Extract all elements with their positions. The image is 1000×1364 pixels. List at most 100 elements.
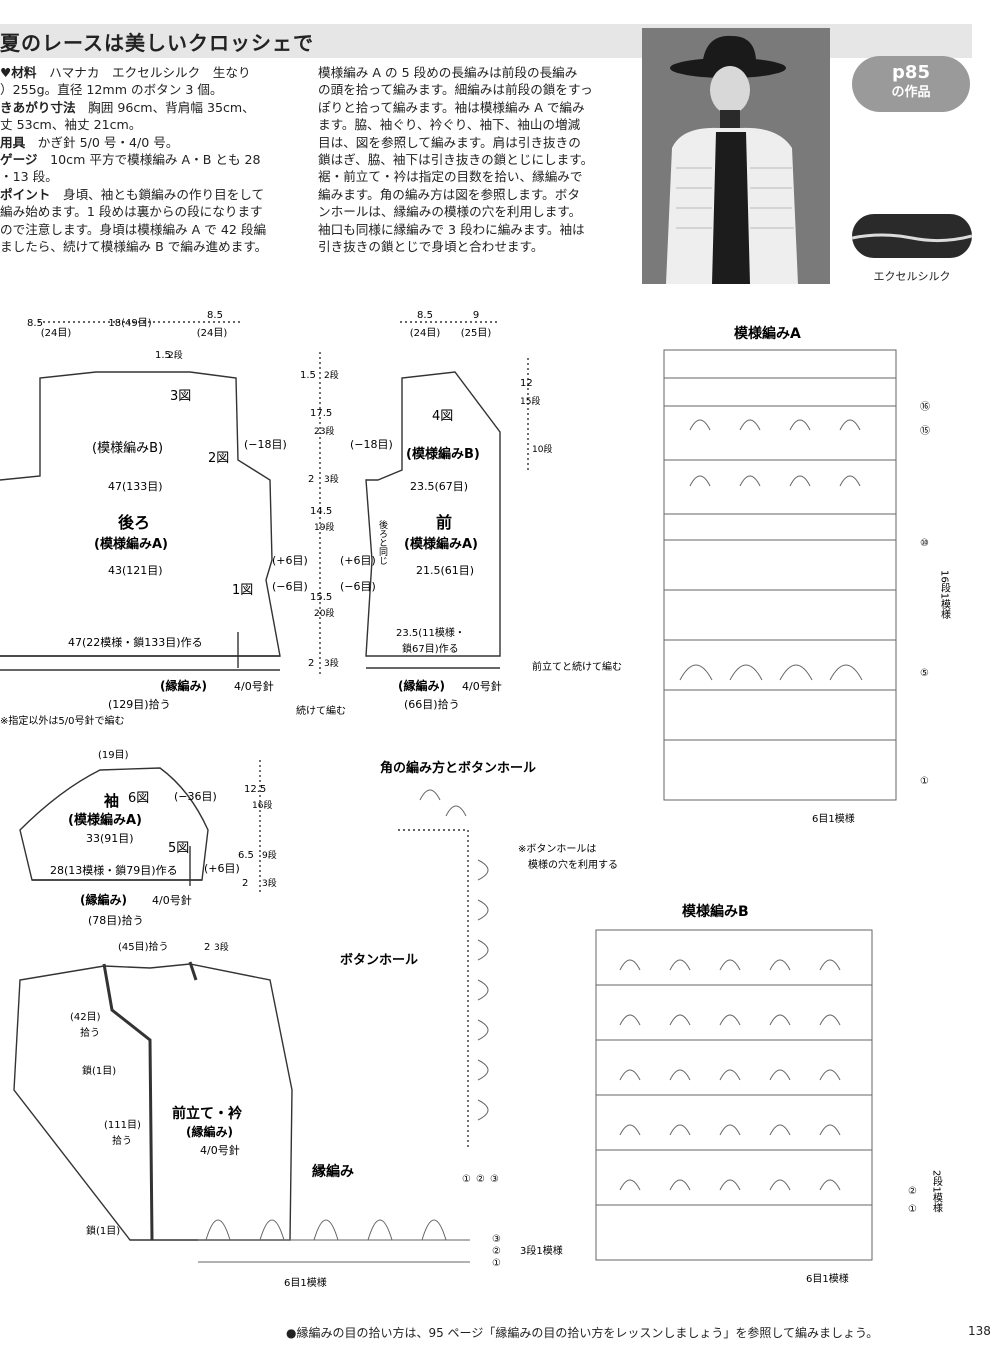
vdim-rows: 3段 bbox=[324, 473, 339, 485]
page-number: 138 bbox=[968, 1324, 991, 1338]
band-name: 前立て・衿 bbox=[172, 1105, 243, 1122]
edging-repeat-sts: 6目1模様 bbox=[284, 1276, 327, 1289]
pattern-a-row: ⑮ bbox=[920, 425, 930, 437]
corner-row: ① bbox=[462, 1174, 471, 1185]
pattern-a-title: 模様編みA bbox=[734, 325, 801, 342]
size-line: 丈 53cm、袖丈 21cm。 bbox=[0, 117, 142, 133]
points-line: ので注意します。身頃は模様編み A で 42 段編 bbox=[0, 221, 267, 237]
band-rows: 3段 bbox=[214, 941, 229, 953]
sleeve-dim-rows: 3段 bbox=[262, 877, 277, 889]
edging-row: ③ bbox=[492, 1234, 501, 1245]
front-fig4: 4図 bbox=[432, 409, 453, 424]
back-name: 後ろ bbox=[118, 513, 150, 532]
instruction-line: ます。脇、袖ぐり、衿ぐり、袖下、袖山の増減 bbox=[318, 117, 581, 133]
corner-row: ② bbox=[476, 1174, 485, 1185]
back-dim-3: 8.5 bbox=[207, 310, 223, 321]
sleeve-width: 33(91目) bbox=[86, 832, 134, 845]
pattern-b-row: ② bbox=[908, 1186, 917, 1197]
vdim-rows: 2段 bbox=[324, 369, 339, 381]
instruction-line: ぽりと拾って編みます。袖は模様編み A で編み bbox=[318, 99, 585, 115]
gauge-key: ゲージ bbox=[0, 152, 38, 168]
materials-block: ♥材料 ハマナカ エクセルシルク 生なり ）255g。直径 12mm のボタン … bbox=[0, 64, 310, 255]
back-dim-sub2: (24目) bbox=[197, 328, 228, 339]
band-p42: (42目) bbox=[70, 1012, 101, 1023]
model-photo bbox=[642, 28, 830, 284]
sleeve-top: (19目) bbox=[98, 750, 129, 761]
front-width-waist: 21.5(61目) bbox=[416, 564, 474, 577]
back-pattern-a: (模様編みA) bbox=[94, 536, 168, 552]
corner-row: ③ bbox=[490, 1174, 499, 1185]
instructions-block: 模様編み A の 5 段めの長編みは前段の長編み の頭を拾って編みます。細編みは… bbox=[318, 64, 628, 255]
front-dim-1: 8.5 bbox=[417, 310, 433, 321]
band-p42b: 拾う bbox=[80, 1026, 100, 1039]
instruction-line: 引き抜きの鎖とじで身頃と合わせます。 bbox=[318, 239, 544, 255]
vdim-rows: 20段 bbox=[314, 607, 334, 619]
back-continue: 続けて編む bbox=[296, 704, 346, 717]
instruction-line: 鎖はぎ、脇、袖下は引き抜きの鎖とじにします。 bbox=[318, 152, 594, 168]
band-border: (縁編み) bbox=[186, 1124, 233, 1139]
sleeve-fig5: 5図 bbox=[168, 841, 189, 856]
sleeve-outline bbox=[19, 767, 209, 881]
front-width-upper: 23.5(67目) bbox=[410, 480, 468, 493]
band-chain1: 鎖(1目) bbox=[82, 1064, 116, 1077]
size-key: きあがり寸法 bbox=[0, 99, 76, 115]
vdim-rows: 19段 bbox=[314, 521, 334, 533]
vdim-cm: 2 bbox=[308, 658, 314, 669]
front-same-as-back: 後ろと同じ bbox=[377, 519, 388, 565]
front-pattern-b: (模様編みB) bbox=[406, 446, 480, 462]
sleeve-dec36: (−36目) bbox=[174, 790, 217, 803]
front-cast-on: 23.5(11模様・ bbox=[396, 626, 465, 639]
gauge-line: ・13 段。 bbox=[0, 169, 58, 185]
page-title: 夏のレースは美しいクロッシェで bbox=[0, 31, 314, 55]
sleeve-dim-rows: 16段 bbox=[252, 799, 272, 811]
sleeve-fig6: 6図 bbox=[128, 791, 149, 806]
band-p111b: 拾う bbox=[112, 1134, 132, 1147]
sleeve-dim-cm: 12.5 bbox=[244, 784, 266, 795]
pattern-a-repeat-sts: 6目1模様 bbox=[812, 812, 855, 825]
tools-value: かぎ針 5/0 号・4/0 号。 bbox=[37, 134, 179, 150]
band-hook: 4/0号針 bbox=[200, 1143, 240, 1157]
front-dim-sub2: (25目) bbox=[461, 328, 492, 339]
back-dec6: (−6目) bbox=[272, 580, 308, 593]
sleeve-hook: 4/0号針 bbox=[152, 893, 192, 907]
pattern-b-chart bbox=[595, 929, 873, 1261]
sleeve-dim-cm: 6.5 bbox=[238, 850, 254, 861]
back-dim-2: 18(49目) bbox=[108, 318, 151, 329]
instruction-line: 編みます。角の編み方は図を参照します。ボタ bbox=[318, 186, 580, 202]
sleeve-pickup: (78目)拾う bbox=[88, 913, 144, 927]
front-dec6: (−6目) bbox=[340, 580, 376, 593]
buttonhole-label: ボタンホール bbox=[340, 952, 418, 968]
corner-title: 角の編み方とボタンホール bbox=[380, 760, 536, 776]
sleeve-inc6: (+6目) bbox=[204, 862, 240, 875]
front-dim-2: 9 bbox=[473, 310, 479, 321]
pattern-b-title: 模様編みB bbox=[682, 903, 749, 920]
back-dec18: (−18目) bbox=[244, 438, 287, 451]
front-outline bbox=[365, 371, 501, 657]
vdim-cm: 1.5 bbox=[300, 370, 316, 381]
sleeve-dim-cm: 2 bbox=[242, 878, 248, 889]
back-width-waist: 43(121目) bbox=[108, 564, 163, 577]
sleeve-cast-on: 28(13模様・鎖79目)作る bbox=[50, 863, 178, 877]
front-name: 前 bbox=[436, 513, 452, 532]
pattern-a-row: ① bbox=[920, 776, 929, 787]
front-neck-rows: 15段 bbox=[520, 395, 540, 407]
edging-chart bbox=[198, 1219, 470, 1263]
sleeve-dim-rows: 9段 bbox=[262, 849, 277, 861]
band-top: (45目)拾う bbox=[118, 940, 169, 953]
badge-page: p85 bbox=[892, 62, 930, 83]
corner-note2: 模様の穴を利用する bbox=[528, 858, 618, 871]
front-border: (縁編み) bbox=[398, 678, 445, 693]
front-dec18: (−18目) bbox=[350, 438, 393, 451]
back-inc6: (+6目) bbox=[272, 554, 308, 567]
sleeve-border: (縁編み) bbox=[80, 892, 127, 907]
instruction-line: 模様編み A の 5 段めの長編みは前段の長編み bbox=[318, 65, 578, 80]
pattern-b-repeat-rows: 2段1模様 bbox=[931, 1170, 943, 1213]
size-value: 胸囲 96cm、背肩幅 35cm、 bbox=[88, 99, 255, 115]
instruction-line: 裾・前立て・衿は指定の目数を拾い、縁編みで bbox=[318, 169, 583, 185]
instruction-line: 目は、図を参照して編みます。肩は引き抜きの bbox=[318, 134, 581, 150]
pattern-a-chart bbox=[663, 349, 897, 801]
points-key: ポイント bbox=[0, 186, 51, 202]
pattern-b-repeat-sts: 6目1模様 bbox=[806, 1272, 849, 1285]
back-fig1: 1図 bbox=[232, 583, 253, 598]
edging-row: ② bbox=[492, 1246, 501, 1257]
